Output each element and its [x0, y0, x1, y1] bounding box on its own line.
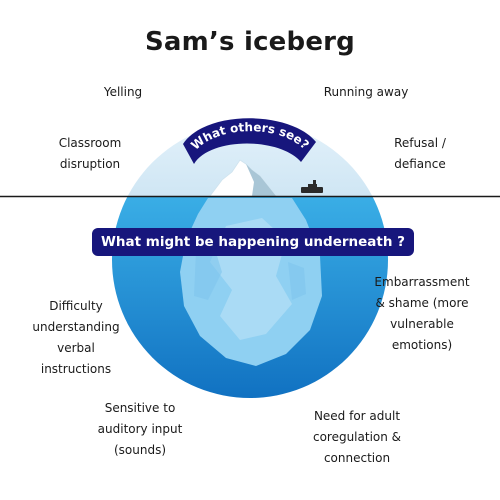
below-heading-banner: What might be happening underneath ?	[92, 228, 414, 256]
label-yelling: Yelling	[103, 85, 143, 99]
label-running-away: Running away	[323, 85, 409, 99]
label-difficulty-instructions: Difficulty understanding verbal instruct…	[32, 299, 120, 376]
label-adult-coregulation: Need for adult coregulation & connection	[312, 409, 402, 465]
label-embarrassment-shame: Embarrassment & shame (more vulnerable e…	[374, 275, 470, 352]
page-title: Sam’s iceberg	[144, 27, 355, 57]
label-refusal-defiance: Refusal / defiance	[394, 136, 446, 171]
label-classroom-disruption: Classroom disruption	[58, 136, 122, 171]
label-sensitive-auditory: Sensitive to auditory input (sounds)	[97, 401, 183, 457]
ship	[301, 180, 323, 193]
